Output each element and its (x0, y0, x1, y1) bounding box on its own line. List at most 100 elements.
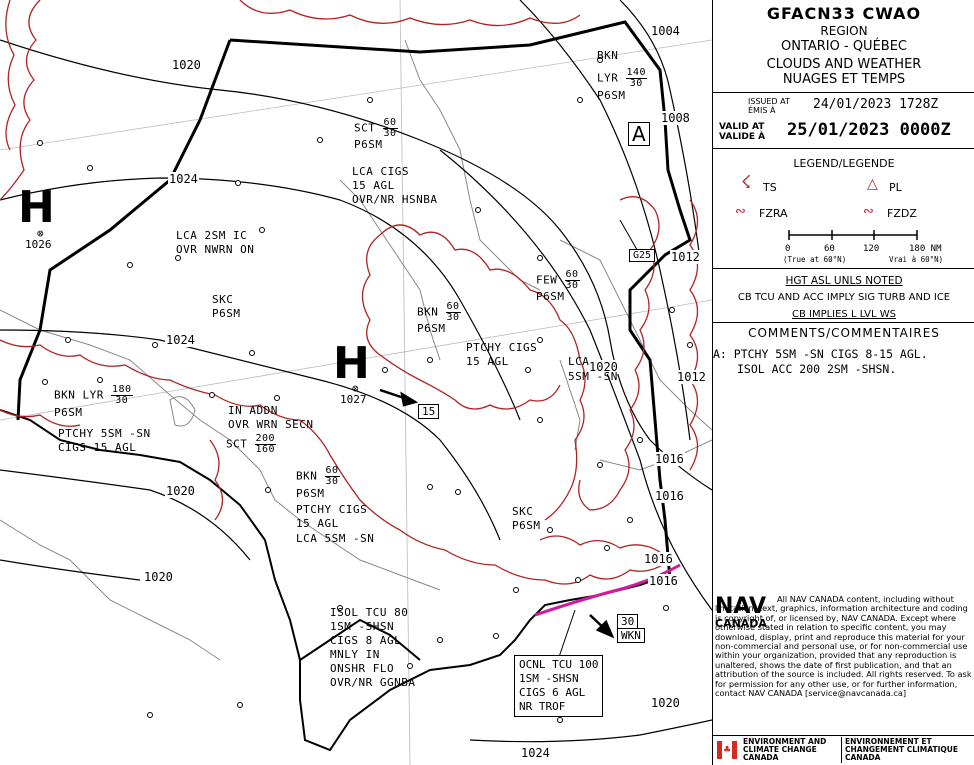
isobar-label: 1020 (143, 570, 174, 584)
distance-scale-bar (788, 230, 918, 240)
cloud-area-scallops (0, 0, 699, 585)
cloud-label-ptchy-agl: 15 AGL (466, 355, 509, 368)
cloud-label-isol-4: MNLY IN (330, 648, 380, 661)
divider (713, 92, 974, 93)
scale-tick: 120 (863, 244, 880, 254)
isobar-label: 1024 (168, 172, 199, 186)
scale-note-right: Vrai à 60°N) (889, 255, 944, 264)
cloud-label-ne-vis: P6SM (597, 89, 626, 102)
cloud-label-isol-6: OVR/NR GGNBA (330, 676, 416, 689)
region-label: REGION (820, 24, 868, 38)
cloud-label-bkn-center-vis: P6SM (417, 322, 446, 335)
thunderstorm-icon: ☇ (741, 172, 752, 193)
isobar-label: 1004 (650, 24, 681, 38)
comment-area-marker: A (628, 122, 650, 146)
motion-speed-box: 30 (617, 614, 639, 628)
comment-a-line2: ISOL ACC 200 2SM -SHSN. (737, 362, 897, 376)
cloud-label-lca-vis: 5SM -SN (568, 370, 618, 383)
divider (713, 735, 974, 736)
cloud-label-lca-nwrn: OVR NWRN ON (176, 243, 255, 256)
cloud-label-few-vis: P6SM (536, 290, 565, 303)
legend-pl: PL (889, 181, 902, 194)
isobar-label: 1020 (650, 696, 681, 710)
canada-flag-icon: ♣ (717, 741, 737, 759)
motion-trend-box: WKN (617, 628, 645, 643)
product-code: GFACN33 CWAO (766, 4, 922, 23)
issued-value: 24/01/2023 1728Z (813, 97, 939, 112)
nav-canada-logo: NAV CANADA (715, 594, 767, 630)
isobars (0, 0, 712, 743)
high-pressure-value: 1027 (340, 393, 367, 406)
isobar-label: 1020 (588, 360, 619, 374)
legend-fzra: FZRA (759, 207, 788, 220)
legend-title: LEGEND/LEGENDE (793, 157, 895, 170)
chart-title-en: CLOUDS AND WEATHER (766, 57, 922, 72)
motion-arrows (379, 388, 615, 639)
cloud-label-ne: BKN (597, 49, 619, 62)
scale-tick: 60 (824, 244, 835, 254)
chart-title-fr: NUAGES ET TEMPS (782, 72, 906, 87)
high-pressure-letter: H (333, 338, 370, 389)
ocnl-line: 1SM -SHSN (519, 672, 579, 685)
legend-ts: TS (763, 181, 777, 194)
cloud-label-bkn-south-lca: LCA 5SM -SN (296, 532, 375, 545)
coastlines (0, 39, 712, 661)
isobar-label: 1012 (676, 370, 707, 384)
region-name: ONTARIO - QUÉBEC (780, 39, 907, 54)
cloud-label-ptchy-cigs: PTCHY CIGS (466, 341, 538, 354)
isobar-label: 1012 (670, 250, 701, 264)
legend-fzdz: FZDZ (887, 207, 917, 220)
cloud-label-lca-cigs: LCA CIGS (352, 165, 409, 178)
motion-speed-box: 15 (418, 404, 440, 419)
cloud-label-bkn-south-agl: 15 AGL (296, 517, 339, 530)
isobar-label: 1016 (648, 574, 679, 588)
isobar-label: 1016 (643, 552, 674, 566)
isobar-label: 1020 (165, 484, 196, 498)
divider (713, 268, 974, 269)
cloud-label-skc: SKC (212, 293, 234, 306)
isobar-label: 1016 (654, 489, 685, 503)
cloud-label-isol-5: ONSHR FLO (330, 662, 395, 675)
copyright-text: All NAV CANADA content, including withou… (715, 594, 972, 699)
isobar-label: 1024 (520, 746, 551, 760)
comments-title: COMMENTS/COMMENTAIRES (748, 326, 940, 340)
ocnl-line: NR TROF (519, 700, 566, 713)
cloud-label-isol-1: ISOL TCU 80 (330, 606, 409, 619)
freezing-level-box: G25 (629, 249, 656, 262)
cloud-label-skc-vis: P6SM (212, 307, 241, 320)
scale-tick: 180 NM (909, 244, 942, 254)
divider (713, 148, 974, 149)
scale-tick: 0 (785, 244, 791, 254)
cloud-label-isol-2: 1SM -SHSN (330, 620, 395, 633)
cloud-label-bkn-south-vis: P6SM (296, 487, 325, 500)
comment-a-line1: A: PTCHY 5SM -SN CIGS 8-15 AGL. (713, 347, 928, 361)
valid-value: 25/01/2023 0000Z (787, 120, 951, 140)
cloud-label-ocnl-box: OCNL TCU 100 1SM -SHSN CIGS 6 AGL NR TRO… (514, 655, 604, 717)
high-pressure-letter: H (18, 182, 55, 233)
isobar-label: 1016 (654, 452, 685, 466)
note-cb-ws: CB IMPLIES L LVL WS (791, 309, 897, 320)
cloud-label-isol-3: CIGS 8 AGL (330, 634, 402, 647)
divider (713, 322, 974, 323)
ice-pellets-icon: △ (867, 176, 878, 192)
cloud-label-in-addn: IN ADDN (228, 404, 278, 417)
isobar-label: 1008 (660, 111, 691, 125)
freezing-rain-icon: ∾ (735, 204, 746, 219)
weather-map: H ⊗ 1026 H ⊗ 1027 1020 1024 1024 1020 10… (0, 0, 712, 765)
trough-line (534, 563, 681, 617)
cloud-label-skc-south-vis: P6SM (512, 519, 541, 532)
divider (841, 737, 842, 763)
isobar-label: 1020 (171, 58, 202, 72)
info-panel: GFACN33 CWAO REGION ONTARIO - QUÉBEC CLO… (712, 0, 974, 765)
cloud-label-west-vis: P6SM (54, 406, 83, 419)
